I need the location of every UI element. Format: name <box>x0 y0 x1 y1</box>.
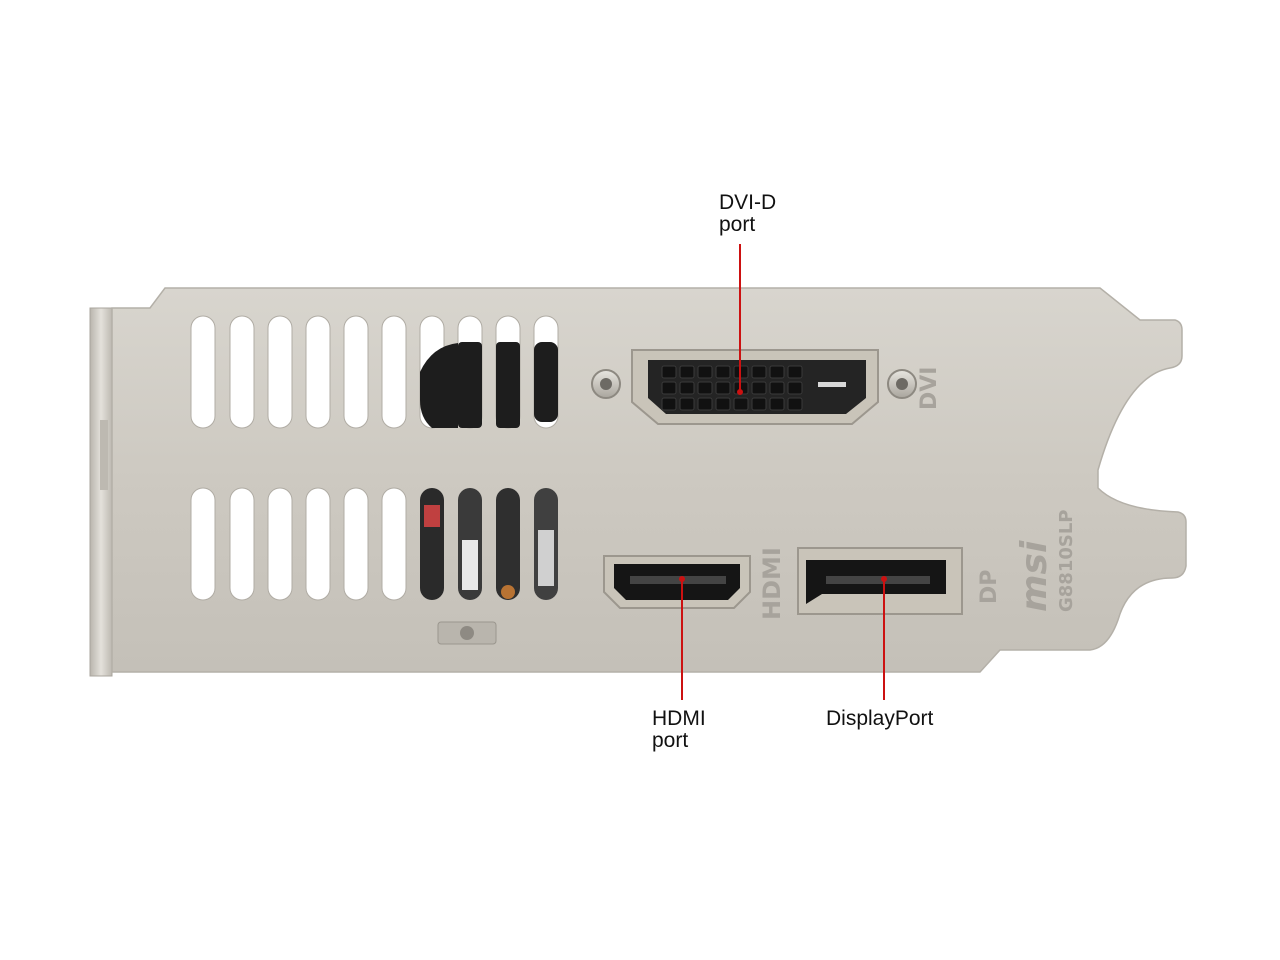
dvi-engraving: DVI <box>917 367 942 410</box>
bottom-screw-tab <box>437 621 497 645</box>
lower-vents <box>190 487 407 601</box>
dvi-callout: DVI-D port <box>719 192 776 236</box>
dvi-callout-line2: port <box>719 213 756 236</box>
displayport-callout-line1: DisplayPort <box>826 707 934 730</box>
hdmi-callout: HDMI port <box>652 708 706 752</box>
hdmi-leader-dot <box>679 576 685 582</box>
model-engraving: G8810SLP <box>1056 510 1077 613</box>
hdmi-engraving: HDMI <box>758 547 786 620</box>
displayport-callout: DisplayPort <box>826 708 933 730</box>
brand-engraving: msi <box>1014 540 1055 612</box>
hdmi-callout-line1: HDMI <box>652 707 706 730</box>
callout-leaders <box>679 244 887 700</box>
dvi-connector <box>591 349 917 425</box>
dvi-callout-line1: DVI-D <box>719 191 777 214</box>
displayport-connector <box>797 547 963 615</box>
hdmi-callout-line2: port <box>652 729 689 752</box>
board-components <box>420 488 558 600</box>
dp-leader-dot <box>881 576 887 582</box>
fan-shroud <box>420 342 558 428</box>
bracket-lip <box>89 307 113 677</box>
dvi-leader-dot <box>737 389 743 395</box>
hdmi-connector <box>603 555 751 609</box>
dp-engraving: DP <box>977 570 1002 604</box>
